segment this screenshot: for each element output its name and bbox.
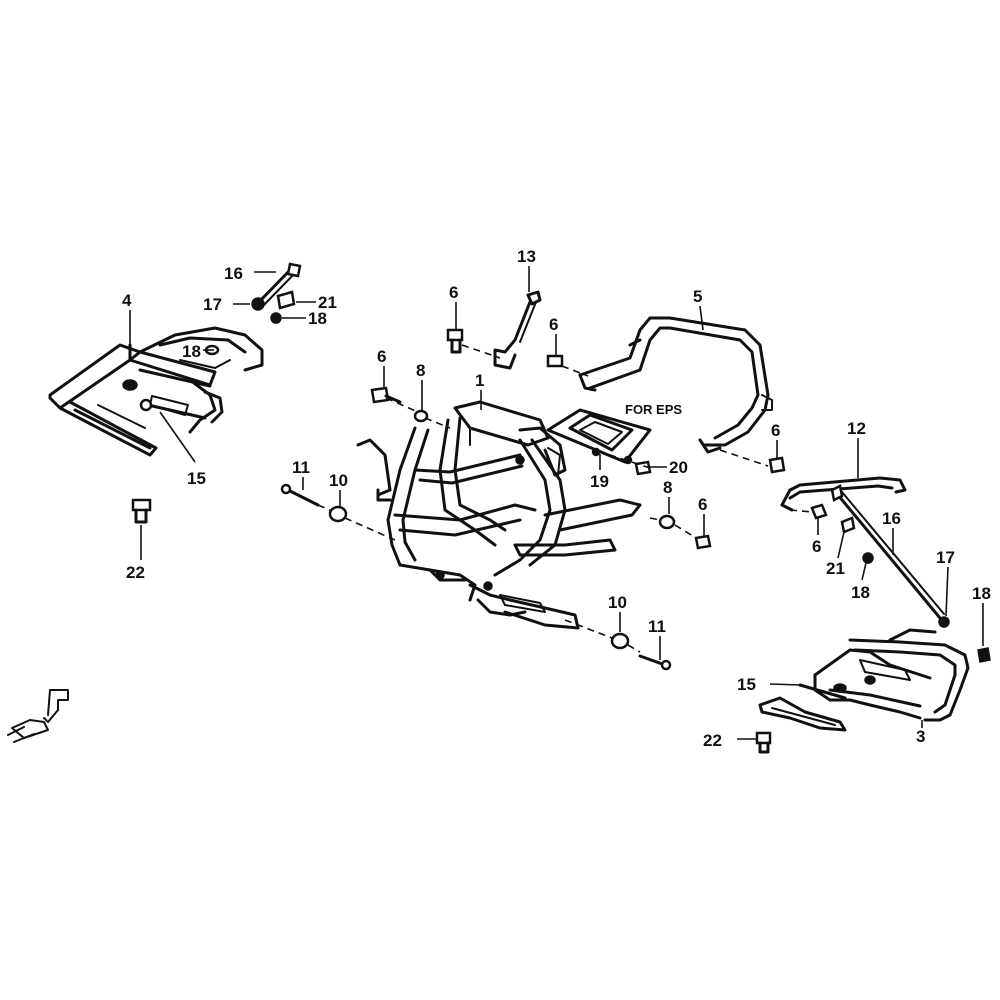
note-for-eps: FOR EPS	[625, 402, 682, 417]
right-footrest-assembly	[755, 628, 970, 754]
callout-21-right: 21	[826, 559, 845, 578]
callout-labels: FOR EPS 16 17 21 18 4 18 15 22 13 6 6 5 …	[122, 247, 991, 750]
callout-18-right-far: 18	[972, 584, 991, 603]
callout-1: 1	[475, 371, 484, 390]
callout-6-top-mid: 6	[549, 315, 558, 334]
eps-mount-plate	[546, 408, 652, 465]
callout-16-right: 16	[882, 509, 901, 528]
callout-8-left: 8	[416, 361, 425, 380]
front-direction-arrow	[7, 689, 69, 743]
callout-18-right-mid: 18	[851, 583, 870, 602]
callout-18-left-inner: 18	[182, 342, 201, 361]
callout-3: 3	[916, 727, 925, 746]
right-hardware	[810, 484, 991, 663]
callout-11-left: 11	[292, 458, 310, 477]
rear-upper-bar-5	[578, 316, 773, 454]
callout-18-left-top: 18	[308, 309, 327, 328]
callout-16-left: 16	[224, 264, 243, 283]
callout-6-left: 6	[377, 347, 386, 366]
callout-13: 13	[517, 247, 536, 266]
callout-17-right: 17	[936, 548, 955, 567]
fasteners	[280, 328, 786, 671]
callout-6-right-top: 6	[771, 421, 780, 440]
callout-11-right: 11	[648, 617, 666, 636]
callout-8-right: 8	[663, 478, 672, 497]
central-frame-assembly	[356, 400, 642, 630]
callout-15-right: 15	[737, 675, 756, 694]
callout-22-right: 22	[703, 731, 722, 750]
left-footrest-assembly	[48, 326, 264, 457]
callout-12: 12	[847, 419, 866, 438]
leader-lines	[129, 266, 984, 740]
callout-20: 20	[669, 458, 688, 477]
assembly-lines	[317, 344, 813, 653]
callout-10-right: 10	[608, 593, 627, 612]
callout-6-right-mid: 6	[698, 495, 707, 514]
callout-15-left: 15	[187, 469, 206, 488]
callout-19: 19	[590, 472, 609, 491]
callout-6-right-low: 6	[812, 537, 821, 556]
callout-5: 5	[693, 287, 702, 306]
callout-6-top-left: 6	[449, 283, 458, 302]
callout-17-left: 17	[203, 295, 222, 314]
left-hardware	[131, 262, 302, 524]
callout-22-left: 22	[126, 563, 145, 582]
callout-10-left: 10	[329, 471, 348, 490]
callout-21-left: 21	[318, 293, 337, 312]
bracket-13	[493, 290, 542, 370]
callout-4: 4	[122, 291, 132, 310]
